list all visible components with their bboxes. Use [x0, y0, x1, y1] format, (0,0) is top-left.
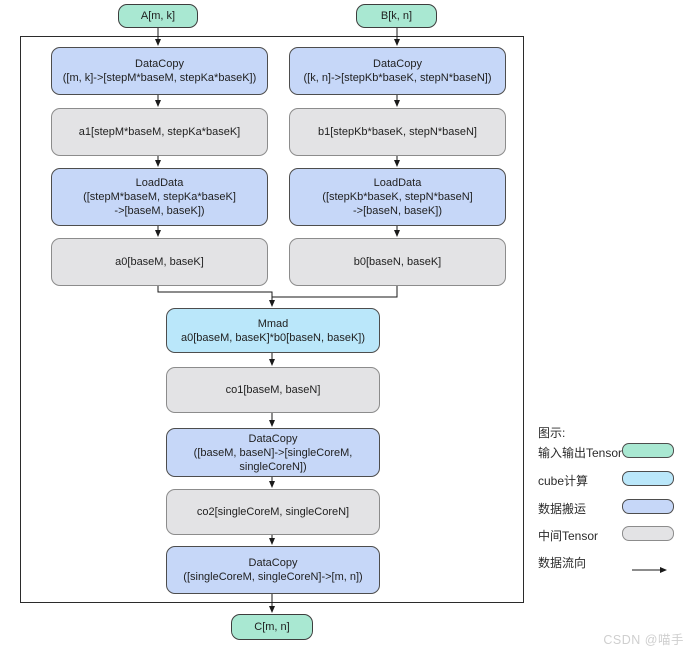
- node-loaddata-a: LoadData ([stepM*baseM, stepKa*baseK] ->…: [51, 168, 268, 226]
- node-loaddata-b: LoadData ([stepKb*baseK, stepN*baseN] ->…: [289, 168, 506, 226]
- legend-swatch-green: [622, 443, 674, 458]
- legend-item-input-output-tensor: 输入输出Tensor: [538, 443, 686, 461]
- node-co2: co2[singleCoreM, singleCoreN]: [166, 489, 380, 535]
- node-loaddata-b-shape2: ->[baseN, baseK]): [353, 205, 442, 217]
- legend-swatch-blue: [622, 499, 674, 514]
- legend-label: 输入输出Tensor: [538, 446, 623, 460]
- node-datacopy-b-title: DataCopy: [373, 58, 422, 70]
- node-input-a: A[m, k]: [118, 4, 198, 28]
- node-input-b-label: B[k, n]: [380, 10, 413, 22]
- node-b0: b0[baseN, baseK]: [289, 238, 506, 286]
- node-co1-label: co1[baseM, baseN]: [225, 384, 321, 396]
- legend-item-intermediate-tensor: 中间Tensor: [538, 526, 686, 544]
- node-loaddata-a-shape1: ([stepM*baseM, stepKa*baseK]: [83, 191, 236, 203]
- node-loaddata-b-title: LoadData: [373, 177, 422, 189]
- node-datacopy-out-title: DataCopy: [248, 557, 298, 569]
- node-datacopy-co1-shape2: singleCoreN]): [239, 460, 307, 473]
- node-datacopy-a-shape: ([m, k]->[stepM*baseM, stepKa*baseK]): [62, 72, 257, 84]
- node-co2-label: co2[singleCoreM, singleCoreN]: [196, 506, 350, 518]
- node-a1-label: a1[stepM*baseM, stepKa*baseK]: [78, 126, 241, 138]
- node-datacopy-out-shape: ([singleCoreM, singleCoreN]->[m, n]): [183, 571, 363, 583]
- node-loaddata-a-shape2: ->[baseM, baseK]): [114, 205, 205, 217]
- node-b0-label: b0[baseN, baseK]: [353, 256, 442, 268]
- node-datacopy-co1-shape1: ([baseM, baseN]->[singleCoreM,: [193, 446, 353, 459]
- legend-item-data-move: 数据搬运: [538, 499, 686, 517]
- legend-label: cube计算: [538, 474, 589, 488]
- node-datacopy-out: DataCopy ([singleCoreM, singleCoreN]->[m…: [166, 546, 380, 594]
- node-output-c-label: C[m, n]: [254, 621, 290, 633]
- legend-label: 数据流向: [538, 556, 587, 570]
- node-mmad-expr: a0[baseM, baseK]*b0[baseN, baseK]): [180, 331, 366, 344]
- legend-label: 中间Tensor: [538, 529, 599, 543]
- node-datacopy-a: DataCopy ([m, k]->[stepM*baseM, stepKa*b…: [51, 47, 268, 95]
- node-output-c: C[m, n]: [231, 614, 313, 640]
- node-datacopy-b: DataCopy ([k, n]->[stepKb*baseK, stepN*b…: [289, 47, 506, 95]
- legend-title: 图示:: [538, 426, 566, 440]
- node-datacopy-b-shape: ([k, n]->[stepKb*baseK, stepN*baseN]): [303, 72, 492, 84]
- node-loaddata-a-title: LoadData: [135, 177, 184, 189]
- legend-item-cube-compute: cube计算: [538, 471, 686, 489]
- node-datacopy-a-title: DataCopy: [135, 58, 184, 70]
- legend-swatch-gray: [622, 526, 674, 541]
- node-mmad: Mmad a0[baseM, baseK]*b0[baseN, baseK]): [166, 308, 380, 353]
- node-mmad-title: Mmad: [257, 317, 289, 330]
- node-b1: b1[stepKb*baseK, stepN*baseN]: [289, 108, 506, 156]
- watermark: CSDN @喵手: [603, 633, 684, 647]
- node-input-a-label: A[m, k]: [140, 10, 176, 22]
- node-loaddata-b-shape1: ([stepKb*baseK, stepN*baseN]: [322, 191, 473, 203]
- node-b1-label: b1[stepKb*baseK, stepN*baseN]: [318, 126, 477, 138]
- node-co1: co1[baseM, baseN]: [166, 367, 380, 413]
- node-a0-label: a0[baseM, baseK]: [115, 256, 204, 268]
- node-input-b: B[k, n]: [356, 4, 437, 28]
- node-datacopy-co1: DataCopy ([baseM, baseN]->[singleCoreM, …: [166, 428, 380, 477]
- legend-swatch-cyan: [622, 471, 674, 486]
- legend-label: 数据搬运: [538, 502, 587, 516]
- node-a1: a1[stepM*baseM, stepKa*baseK]: [51, 108, 268, 156]
- node-datacopy-co1-title: DataCopy: [248, 432, 298, 445]
- node-a0: a0[baseM, baseK]: [51, 238, 268, 286]
